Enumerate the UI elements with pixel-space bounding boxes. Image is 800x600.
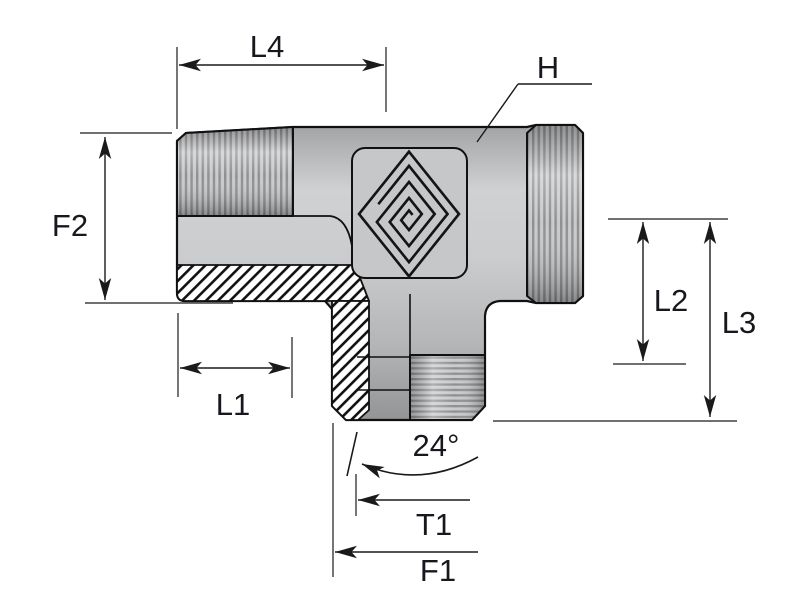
dim-l1 xyxy=(177,313,293,398)
dim-label-l2: L2 xyxy=(654,283,688,318)
dim-label-f2: F2 xyxy=(52,208,88,243)
dim-l2-l3 xyxy=(493,218,737,422)
tee-fitting-body xyxy=(175,123,585,422)
dim-label-angle: 24° xyxy=(413,428,460,463)
dim-f2 xyxy=(80,132,233,304)
left-bore-line xyxy=(177,215,353,247)
section-hatch-left-arm xyxy=(176,264,370,302)
dim-label-l4: L4 xyxy=(250,29,284,64)
dimension-annotations xyxy=(80,47,737,577)
left-male-thread xyxy=(176,126,294,217)
section-hatch-branch-wall xyxy=(331,300,370,421)
dim-label-t1: T1 xyxy=(416,507,452,542)
diamond-spiral-logo-icon xyxy=(359,152,459,277)
dim-h-leader xyxy=(476,83,592,143)
dim-angle-24 xyxy=(346,431,479,479)
dim-label-h: H xyxy=(537,50,559,85)
right-male-thread xyxy=(526,124,584,304)
dim-label-l3: L3 xyxy=(722,305,756,340)
bottom-male-thread xyxy=(409,354,486,421)
dim-t1 xyxy=(355,474,470,516)
dim-label-f1: F1 xyxy=(420,553,456,588)
dim-f1 xyxy=(332,423,478,577)
dim-l4 xyxy=(176,47,387,129)
dim-label-l1: L1 xyxy=(216,387,250,422)
